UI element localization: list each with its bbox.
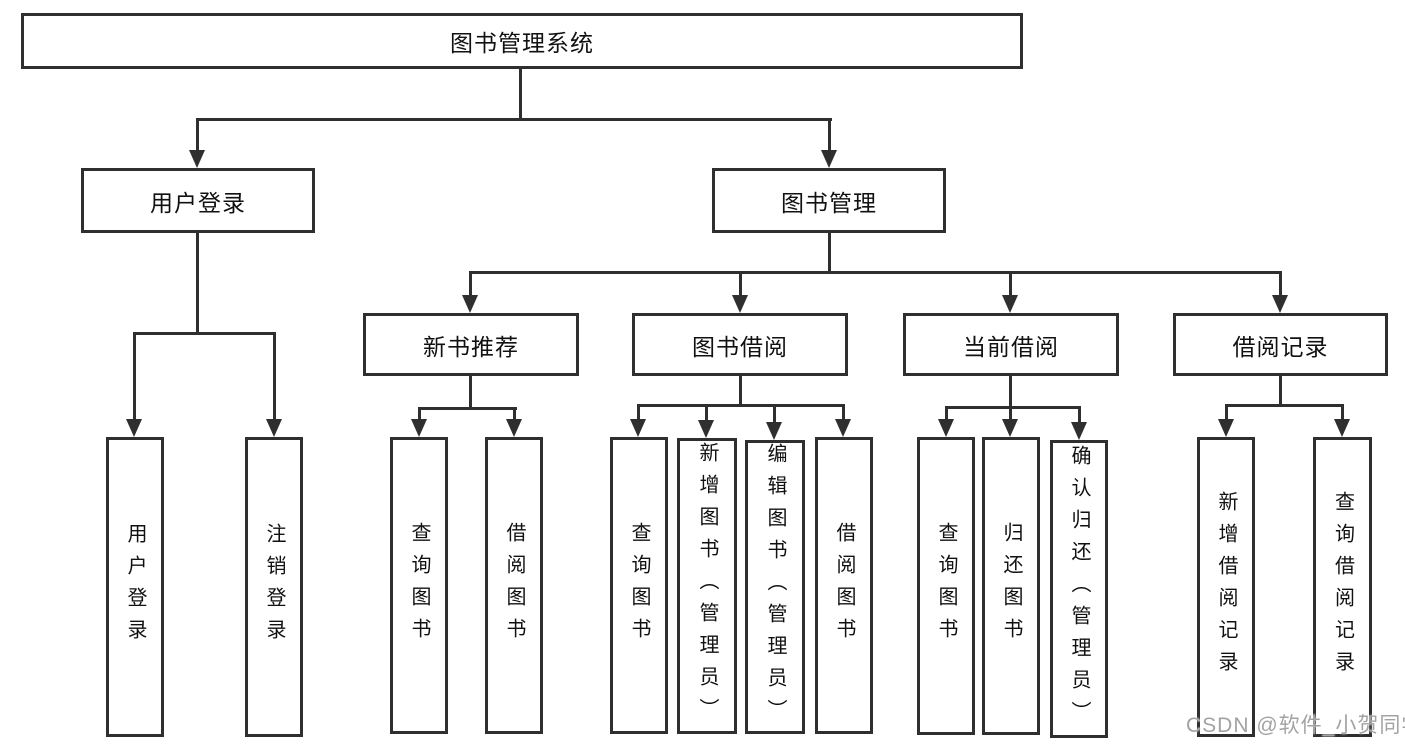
node-book-borrow-label: 图书借阅	[692, 333, 788, 360]
leaf-query-borrow-record-label: 查询借阅记录	[1331, 491, 1354, 683]
connector-line	[1078, 406, 1081, 423]
leaf-logout: 注销登录	[245, 437, 303, 737]
connector-line	[418, 407, 517, 410]
leaf-borrow-query-books: 查询图书	[610, 437, 668, 734]
connector-line	[1279, 376, 1282, 406]
leaf-add-books-admin: 新增图书（管理员）	[677, 438, 737, 734]
node-user-login: 用户登录	[81, 168, 315, 233]
connector-line	[739, 271, 742, 298]
leaf-confirm-return-admin-label: 确认归还（管理员）	[1068, 445, 1090, 733]
connector-line	[1341, 404, 1344, 421]
leaf-user-login-label: 用户登录	[124, 523, 146, 651]
connector-line	[637, 404, 640, 421]
node-root: 图书管理系统	[21, 13, 1023, 69]
connector-line	[469, 376, 472, 409]
leaf-recommend-borrow-books-label: 借阅图书	[503, 521, 525, 650]
leaf-current-query-books: 查询图书	[917, 437, 975, 735]
node-current-borrow: 当前借阅	[903, 313, 1119, 376]
node-new-book-recommend: 新书推荐	[363, 313, 579, 376]
leaf-confirm-return-admin: 确认归还（管理员）	[1050, 440, 1108, 738]
arrow-down-icon	[1334, 419, 1350, 437]
leaf-edit-books-admin-label: 编辑图书（管理员）	[764, 443, 786, 731]
connector-line	[828, 233, 831, 273]
leaf-recommend-query-books: 查询图书	[390, 437, 448, 734]
leaf-add-books-admin-label: 新增图书（管理员）	[696, 442, 718, 730]
node-user-login-label: 用户登录	[150, 189, 246, 216]
connector-line	[273, 332, 276, 421]
arrow-down-icon	[1218, 419, 1234, 437]
arrow-down-icon	[732, 295, 748, 313]
arrow-down-icon	[1071, 422, 1087, 440]
arrow-down-icon	[766, 422, 782, 440]
leaf-borrow-books-label: 借阅图书	[833, 521, 855, 650]
connector-line	[469, 271, 472, 298]
connector-line	[1225, 404, 1228, 421]
connector-line	[1009, 271, 1012, 298]
arrow-down-icon	[126, 419, 142, 437]
connector-line	[1279, 271, 1282, 298]
leaf-return-books: 归还图书	[982, 437, 1040, 735]
connector-line	[519, 69, 522, 121]
connector-line	[418, 407, 421, 421]
csdn-watermark: CSDN @软件_小贺同学	[1186, 714, 1405, 737]
connector-line	[945, 406, 1081, 409]
arrow-down-icon	[835, 419, 851, 437]
leaf-borrow-query-books-label: 查询图书	[628, 521, 650, 650]
leaf-query-borrow-record: 查询借阅记录	[1313, 437, 1372, 737]
leaf-add-borrow-record-label: 新增借阅记录	[1215, 491, 1237, 683]
connector-line	[1009, 406, 1012, 421]
connector-line	[705, 404, 708, 421]
arrow-down-icon	[506, 419, 522, 437]
connector-line	[196, 118, 832, 121]
node-root-label: 图书管理系统	[450, 30, 594, 56]
leaf-return-books-label: 归还图书	[1000, 522, 1022, 650]
node-borrow-records-label: 借阅记录	[1232, 333, 1329, 360]
connector-line	[196, 233, 199, 334]
connector-line	[773, 404, 776, 423]
leaf-add-borrow-record: 新增借阅记录	[1197, 437, 1255, 737]
connector-line	[196, 118, 199, 153]
arrow-down-icon	[1002, 295, 1018, 313]
connector-line	[1009, 376, 1012, 408]
leaf-recommend-query-books-label: 查询图书	[408, 521, 430, 650]
connector-line	[828, 118, 831, 153]
connector-line	[739, 376, 742, 407]
arrow-down-icon	[462, 295, 478, 313]
arrow-down-icon	[698, 420, 714, 438]
connector-line	[469, 271, 1282, 274]
node-book-management-label: 图书管理	[781, 189, 877, 216]
leaf-borrow-books: 借阅图书	[815, 437, 873, 734]
connector-line	[945, 406, 948, 421]
connector-line	[513, 407, 516, 421]
arrow-down-icon	[189, 150, 205, 168]
arrow-down-icon	[630, 419, 646, 437]
node-book-management: 图书管理	[712, 168, 946, 233]
leaf-recommend-borrow-books: 借阅图书	[485, 437, 543, 734]
connector-line	[638, 404, 845, 407]
connector-line	[133, 332, 276, 335]
leaf-current-query-books-label: 查询图书	[935, 522, 957, 650]
leaf-edit-books-admin: 编辑图书（管理员）	[745, 440, 805, 734]
node-new-book-recommend-label: 新书推荐	[423, 333, 519, 360]
leaf-user-login: 用户登录	[106, 437, 164, 737]
arrow-down-icon	[266, 419, 282, 437]
connector-line	[1225, 404, 1344, 407]
arrow-down-icon	[821, 150, 837, 168]
connector-line	[842, 404, 845, 421]
node-current-borrow-label: 当前借阅	[963, 333, 1059, 360]
arrow-down-icon	[938, 419, 954, 437]
node-borrow-records: 借阅记录	[1173, 313, 1388, 376]
node-book-borrow: 图书借阅	[632, 313, 848, 376]
leaf-logout-label: 注销登录	[263, 523, 285, 651]
arrow-down-icon	[1272, 295, 1288, 313]
arrow-down-icon	[1002, 419, 1018, 437]
connector-line	[133, 332, 136, 421]
arrow-down-icon	[411, 419, 427, 437]
